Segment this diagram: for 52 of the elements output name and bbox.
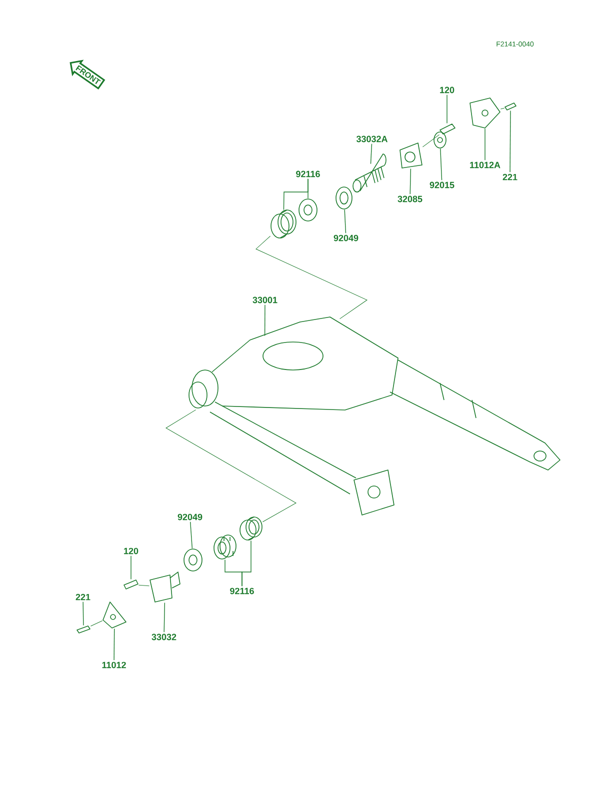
shaft-drawing — [352, 154, 386, 192]
part-number: 120 — [124, 548, 138, 554]
part-number: 11012 — [102, 662, 126, 668]
guide-line — [256, 236, 368, 320]
shaft-drawing — [150, 572, 180, 602]
leader-line — [484, 128, 486, 160]
seal-drawing — [184, 548, 202, 572]
part-number: 120 — [440, 86, 454, 94]
flange-drawing — [400, 142, 422, 168]
guide-line — [138, 584, 150, 586]
nut-drawing — [434, 132, 446, 148]
leader-line — [82, 602, 84, 626]
part-number: 33032 — [152, 634, 176, 640]
screw-drawing — [504, 102, 516, 110]
part-number: 221 — [502, 174, 518, 180]
leader-line — [410, 168, 412, 194]
part-number: 92116 — [230, 588, 254, 594]
leader-line — [114, 628, 115, 660]
guide-line — [500, 108, 505, 110]
leader-line — [164, 602, 166, 632]
part-number: 11012A — [470, 162, 500, 168]
part-number: 92049 — [178, 514, 202, 520]
leader-line — [242, 540, 252, 586]
leader-line — [264, 304, 266, 336]
cap-drawing — [102, 602, 126, 628]
nut-drawing — [298, 198, 318, 222]
leader-line — [510, 110, 511, 172]
bolt-drawing — [124, 580, 138, 590]
leader-line — [370, 144, 372, 164]
bolt-drawing — [440, 124, 456, 134]
screw-drawing — [76, 626, 90, 634]
part-number: 221 — [76, 594, 90, 600]
part-number: 33001 — [252, 296, 278, 304]
part-number: 92049 — [334, 234, 358, 242]
part-number: 92116 — [296, 170, 320, 178]
leader-line — [446, 94, 448, 124]
leader-line — [130, 556, 132, 580]
guide-line — [90, 620, 103, 626]
seal-drawing — [336, 186, 352, 210]
swing-arm-drawing — [188, 316, 560, 516]
leader-line — [190, 522, 193, 549]
guide-line — [166, 410, 296, 522]
bearing-drawing — [270, 210, 296, 238]
bearing-drawing — [240, 516, 262, 540]
leader-line — [344, 209, 346, 234]
guide-line — [422, 134, 440, 148]
part-number: 33032A — [356, 136, 388, 142]
cap-drawing — [470, 98, 500, 128]
part-number: 92015 — [430, 182, 454, 188]
part-number: 32085 — [398, 196, 422, 202]
leader-line — [440, 148, 442, 180]
nut-drawing — [214, 534, 236, 560]
